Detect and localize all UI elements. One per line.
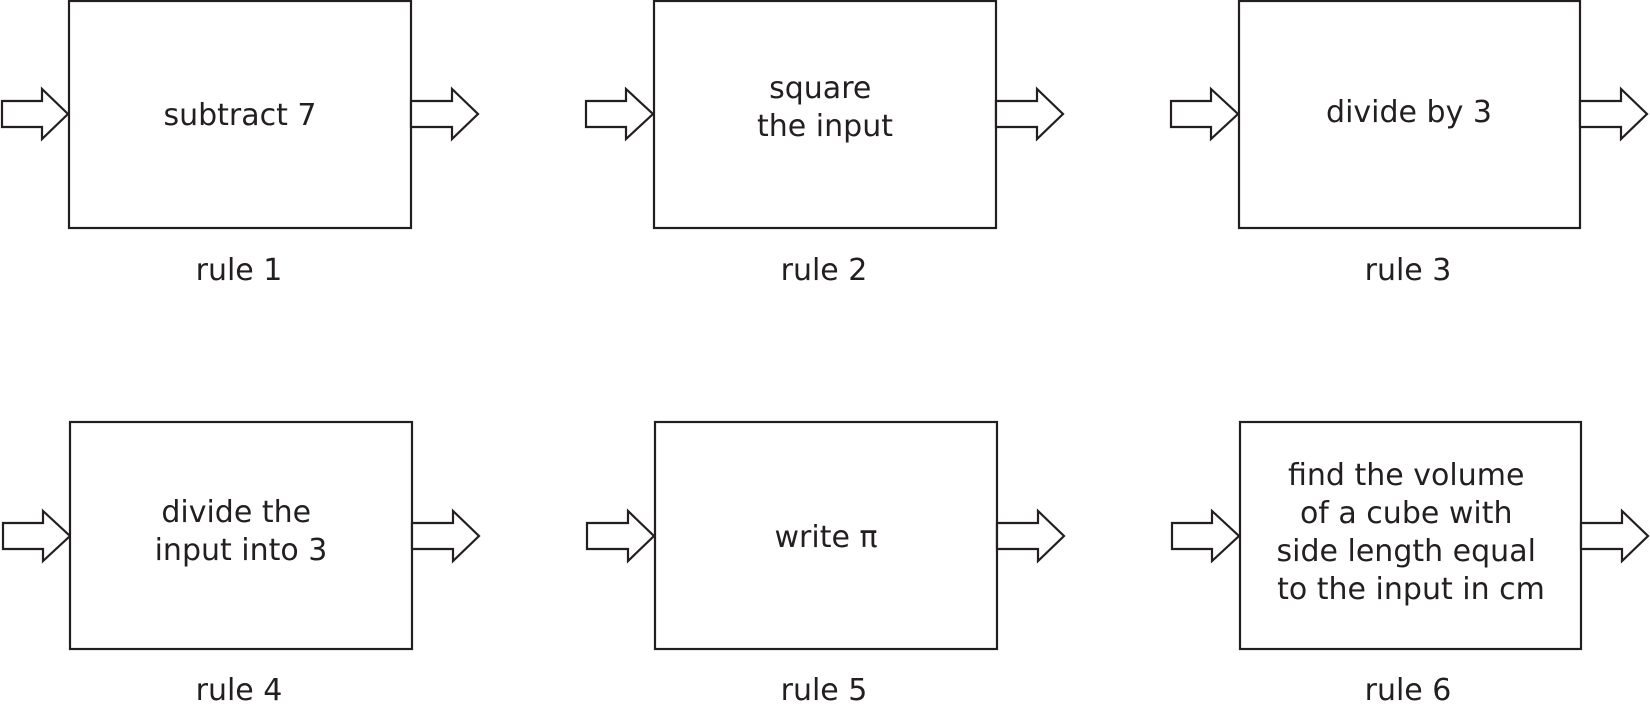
rule-text-line: subtract 7 xyxy=(163,98,316,133)
rule-label: rule 6 xyxy=(1365,673,1452,708)
rule-machine-4: divide the input into 3 rule 4 xyxy=(1,420,481,708)
rule-machine-5: write π rule 5 xyxy=(585,420,1066,708)
input-arrow-icon xyxy=(584,86,655,142)
rule-text: find the volume of a cube with side leng… xyxy=(1277,458,1546,607)
rule-text-line: input into 3 xyxy=(155,533,328,568)
rule-text-line: square xyxy=(769,71,871,106)
rule-machine-6: find the volume of a cube with side leng… xyxy=(1170,420,1650,708)
rule-label: rule 3 xyxy=(1365,253,1452,288)
rule-text-line: of a cube with xyxy=(1300,496,1513,531)
rule-label: rule 5 xyxy=(781,673,868,708)
input-arrow-icon xyxy=(1,508,72,564)
rule-text-line: divide the xyxy=(161,495,311,530)
rule-box xyxy=(1238,420,1583,651)
input-arrow-icon xyxy=(1170,508,1241,564)
rule-text: square the input xyxy=(757,71,893,144)
output-arrow-icon xyxy=(409,86,480,142)
input-arrow-icon xyxy=(1169,86,1240,142)
rule-text-line: divide by 3 xyxy=(1326,95,1492,130)
rule-text: divide the input into 3 xyxy=(155,495,328,568)
rule-text-line: side length equal xyxy=(1277,534,1536,569)
output-arrow-icon xyxy=(995,508,1066,564)
rule-text: write π xyxy=(774,520,877,555)
rule-text-line: to the input in cm xyxy=(1277,572,1545,607)
rule-machine-3: divide by 3 rule 3 xyxy=(1169,0,1649,288)
rule-text: subtract 7 xyxy=(163,98,316,133)
rule-box xyxy=(68,420,414,651)
input-arrow-icon xyxy=(0,86,70,142)
output-arrow-icon xyxy=(994,86,1065,142)
rule-text-line: write π xyxy=(774,520,877,555)
output-arrow-icon xyxy=(410,508,481,564)
rule-text: divide by 3 xyxy=(1326,95,1492,130)
rule-label: rule 2 xyxy=(781,253,868,288)
rule-text-line: the input xyxy=(757,109,893,144)
input-arrow-icon xyxy=(585,508,656,564)
output-arrow-icon xyxy=(1579,508,1650,564)
rule-text-line: find the volume xyxy=(1288,458,1524,493)
rule-machine-1: subtract 7 rule 1 xyxy=(0,0,480,288)
rule-label: rule 4 xyxy=(196,673,283,708)
rule-box xyxy=(652,0,998,230)
rule-box xyxy=(1237,0,1582,230)
rule-box xyxy=(653,420,999,651)
rule-machine-2: square the input rule 2 xyxy=(584,0,1065,288)
output-arrow-icon xyxy=(1578,86,1649,142)
rule-label: rule 1 xyxy=(196,253,283,288)
rule-box xyxy=(67,0,413,230)
